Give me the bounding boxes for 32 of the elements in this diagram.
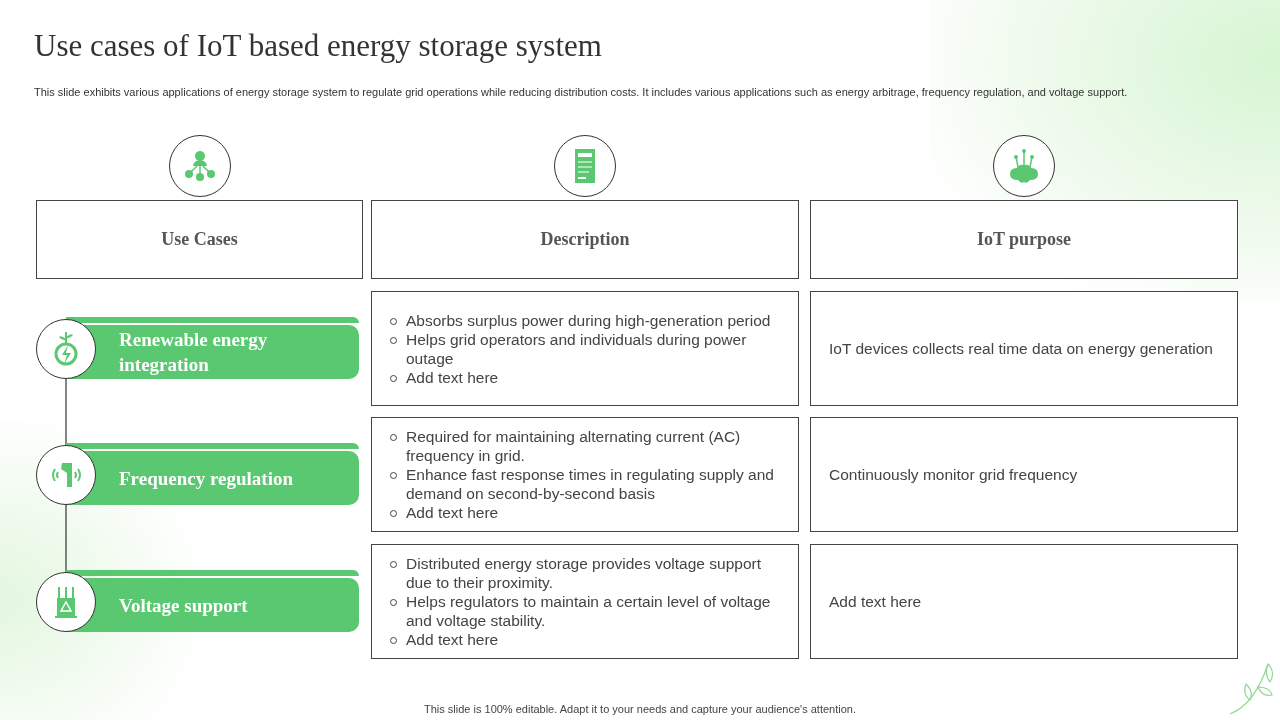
bullet-text: Add text here <box>406 367 499 387</box>
text-card <box>810 544 1238 659</box>
column-header <box>36 200 363 279</box>
bullet-text: Absorbs surplus power during high-generation period <box>406 310 771 330</box>
subtitle-text: This slide exhibits various applications of energy storage system to regulate grid operations while reducing distribution costs. It includes various applications such as energy arbitrage, frequency regulation, and voltage support. <box>34 86 1128 98</box>
header-text: Use Cases <box>161 229 238 250</box>
bullet-text: Required for maintaining alternating current (AC) frequency in grid. <box>406 427 742 465</box>
body-text: Add text here <box>829 592 922 611</box>
bullet-text: Distributed energy storage provides voltage support due to their proximity. <box>406 554 762 592</box>
header-text: Description <box>540 229 630 250</box>
text-card <box>371 544 799 659</box>
header-text: IoT purpose <box>976 229 1072 250</box>
footer-note: This slide is 100% editable. Adapt it to your needs and capture your audience's attention. <box>423 703 857 715</box>
connector-line <box>65 378 67 446</box>
body-text: Continuously monitor grid frequency <box>829 465 1078 484</box>
bullet-text: Add text here <box>406 503 499 522</box>
connector-line <box>65 504 67 573</box>
text-card <box>810 291 1238 406</box>
slide-title: Use cases of IoT based energy storage system <box>34 28 602 64</box>
text-card <box>371 291 799 406</box>
bullet-text: Enhance fast response times in regulating supply and demand on second-by-second basis <box>406 465 775 503</box>
bullet-text: Helps regulators to maintain a certain level of voltage and voltage stability. <box>406 592 772 630</box>
column-header <box>371 200 799 279</box>
text-card <box>810 417 1238 532</box>
use-case-title: Renewable energy integration <box>119 328 269 377</box>
use-case-title: Frequency regulation <box>119 466 294 491</box>
column-header <box>810 200 1238 279</box>
text-card <box>371 417 799 532</box>
bullet-text: Add text here <box>406 630 499 649</box>
bullet-text: Helps grid operators and individuals during power outage <box>406 329 748 368</box>
use-case-title: Voltage support <box>119 593 249 618</box>
body-text: IoT devices collects real time data on energy generation <box>829 339 1213 358</box>
